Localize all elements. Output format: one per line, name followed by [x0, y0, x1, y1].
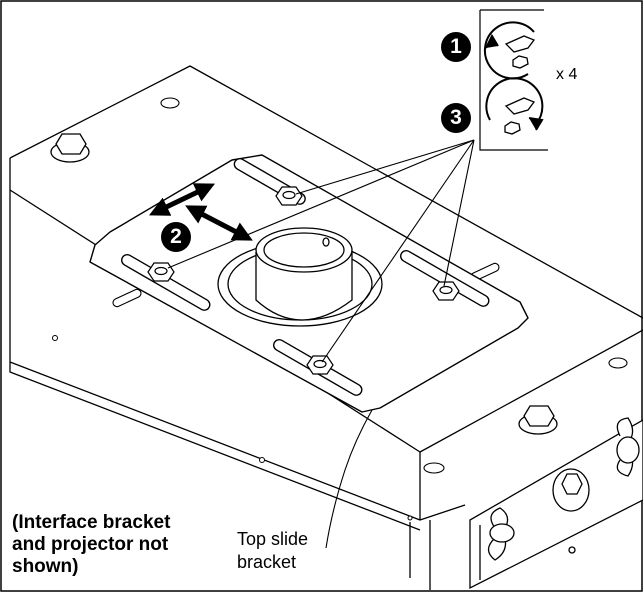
- callout-line-2: bracket: [237, 552, 297, 572]
- omitted-parts-note: (Interface bracket and projector not sho…: [12, 512, 242, 578]
- step-2-badge: 2: [161, 222, 191, 252]
- note-line-2: and projector not: [12, 534, 169, 555]
- note-line-1: (Interface bracket: [12, 512, 171, 533]
- leader-lines: [167, 139, 475, 549]
- bracket-nuts: [147, 186, 460, 375]
- callout-line-1: Top slide: [237, 529, 309, 549]
- wrench-clockwise-icon: [485, 77, 544, 135]
- quantity-label: x 4: [556, 66, 578, 83]
- step-3-badge: 3: [441, 103, 471, 133]
- note-line-3: shown): [12, 556, 79, 577]
- base-holes: [52, 335, 413, 521]
- slide-arrows: [148, 183, 253, 241]
- nut-right: [432, 281, 460, 301]
- base-bolts: [50, 133, 558, 435]
- nut-bottom: [306, 355, 334, 375]
- top-slide-bracket-label: Top slide bracket: [237, 528, 308, 574]
- double-arrow-icon: [185, 205, 253, 241]
- nut-top: [275, 186, 303, 206]
- step-1-badge: 1: [441, 32, 471, 62]
- side-flange: [469, 417, 643, 590]
- bolt-right: [518, 405, 558, 435]
- double-arrow-icon: [148, 183, 216, 216]
- bolt-left: [50, 133, 90, 163]
- nut-left: [147, 262, 175, 282]
- center-collar: [217, 227, 383, 327]
